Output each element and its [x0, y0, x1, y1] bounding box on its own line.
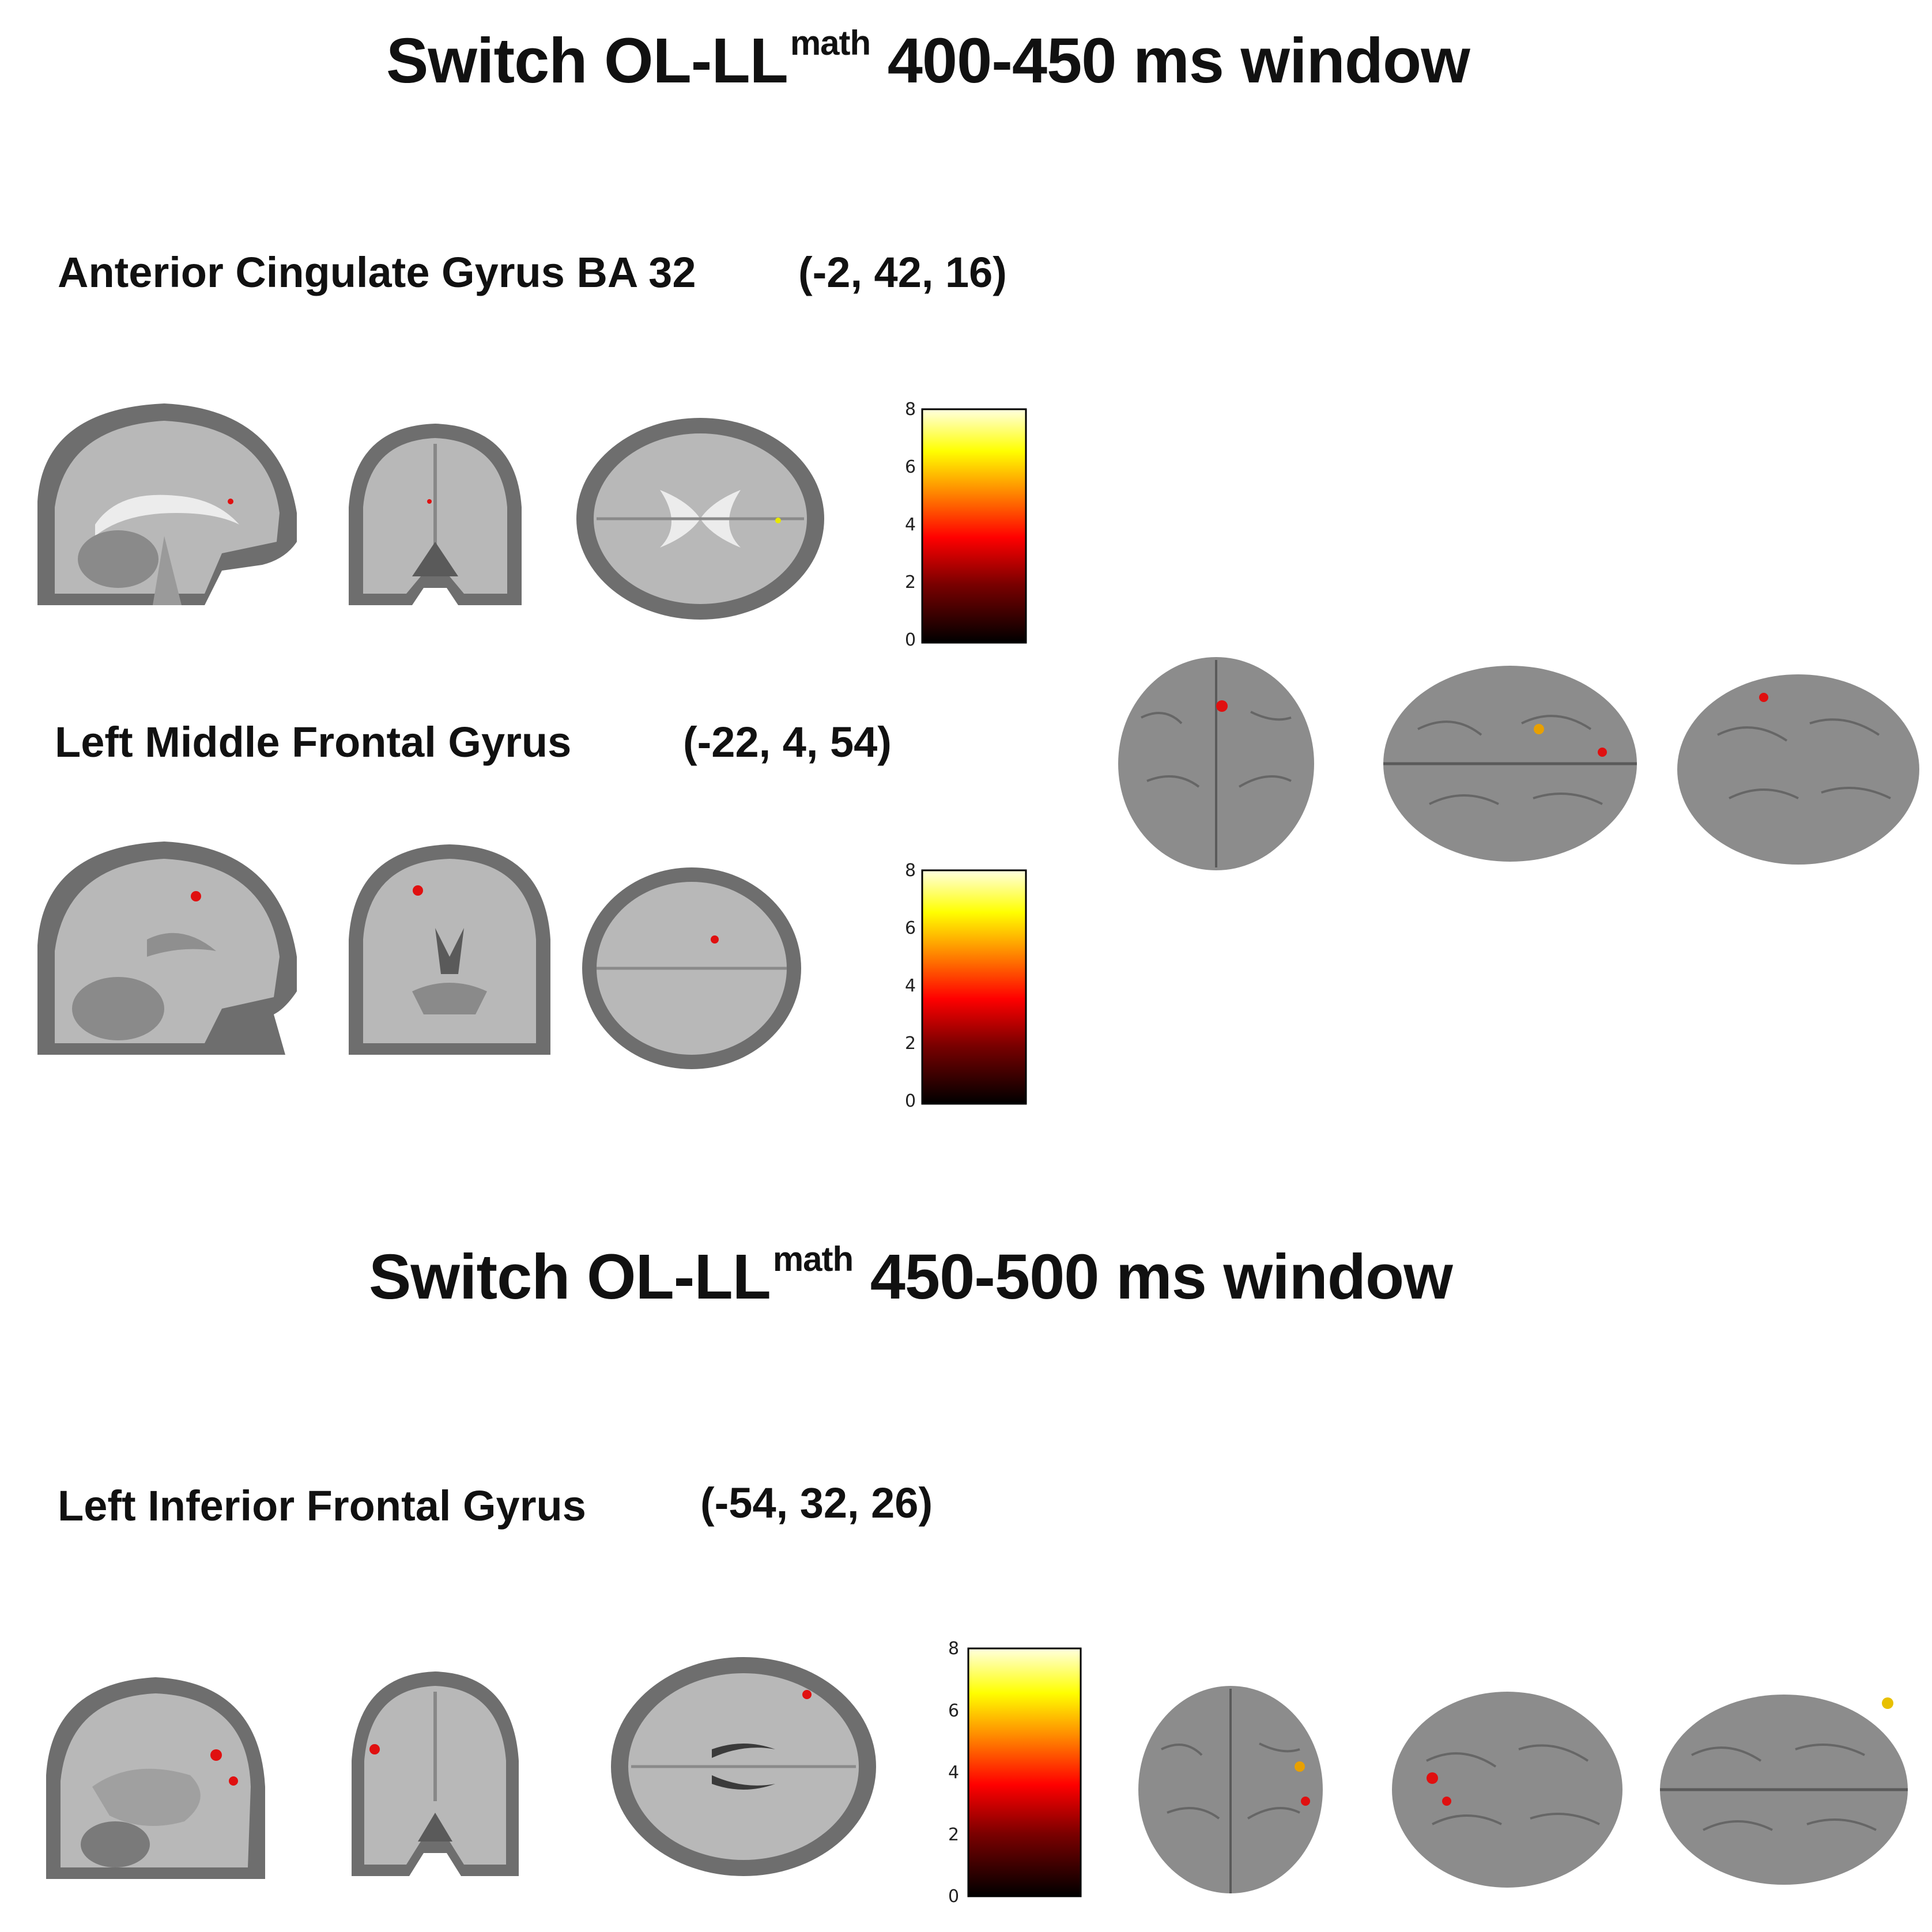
region-label-lifg: Left Inferior Frontal Gyrus — [58, 1482, 586, 1530]
brain-surface-front — [1118, 657, 1314, 870]
tick-4: 4 — [905, 976, 916, 996]
colorbar-1: 0 2 4 6 8 — [905, 399, 1027, 650]
tick-8: 8 — [905, 399, 916, 420]
brain-surface-top — [1660, 1695, 1908, 1885]
brain-surface-top — [1383, 666, 1637, 862]
activation-spot — [228, 499, 233, 504]
brain-surface-front — [1138, 1686, 1323, 1893]
activation-spot — [802, 1690, 812, 1699]
colorbar-3: 0 2 4 6 8 — [948, 1639, 1082, 1907]
activation-spot — [229, 1776, 238, 1786]
axial-slice-lmfg — [582, 867, 801, 1069]
tick-8: 8 — [905, 861, 916, 881]
tick-6: 6 — [948, 1701, 959, 1721]
section1-title: Switch OL-LLmath 400-450 ms window — [386, 23, 1470, 97]
activation-spot — [210, 1749, 222, 1761]
region-coords-lifg: (-54, 32, 26) — [700, 1479, 933, 1527]
tick-0: 0 — [905, 1091, 916, 1111]
title-rest: 400-450 ms window — [887, 25, 1470, 96]
sagittal-slice-acg — [37, 403, 297, 605]
activation-spot — [427, 499, 432, 504]
coronal-slice-lifg — [352, 1671, 519, 1876]
coronal-slice-acg — [349, 424, 522, 605]
title-main: Switch OL-LL — [369, 1242, 771, 1312]
colorbar-3-ticks: 0 2 4 6 8 — [948, 1639, 959, 1907]
sagittal-slice-lifg — [46, 1677, 265, 1879]
tick-6: 6 — [905, 457, 916, 477]
tick-4: 4 — [905, 515, 916, 535]
surface-renders-2 — [1138, 1686, 1908, 1893]
region-coords-lmfg: (-22, 4, 54) — [683, 718, 892, 766]
coronal-slice-lmfg — [349, 844, 550, 1055]
title-main: Switch OL-LL — [386, 25, 788, 96]
tick-8: 8 — [948, 1639, 959, 1659]
title-sup: math — [790, 24, 871, 62]
activation-spot — [775, 518, 781, 523]
title-sup: math — [772, 1240, 854, 1278]
colorbar-1-ticks: 0 2 4 6 8 — [905, 399, 916, 650]
axial-slice-lifg — [611, 1657, 876, 1876]
colorbar-2-ticks: 0 2 4 6 8 — [905, 861, 916, 1111]
brain-surface-lateral-left — [1392, 1692, 1622, 1888]
tick-2: 2 — [905, 1033, 916, 1054]
sagittal-slice-lmfg — [37, 842, 297, 1055]
section2-title: Switch OL-LLmath 450-500 ms window — [369, 1239, 1453, 1314]
colorbar-2: 0 2 4 6 8 — [905, 861, 1027, 1111]
tick-2: 2 — [948, 1825, 959, 1845]
activation-spot — [369, 1744, 380, 1754]
axial-slice-acg — [576, 418, 824, 620]
surface-renders-1 — [1118, 657, 1919, 870]
brain-surface-lateral — [1677, 674, 1919, 865]
title-rest: 450-500 ms window — [870, 1242, 1453, 1312]
activation-spot — [413, 885, 423, 896]
tick-0: 0 — [905, 630, 916, 650]
tick-6: 6 — [905, 918, 916, 938]
region-label-acg: Anterior Cingulate Gyrus BA 32 — [58, 248, 696, 296]
activation-spot — [191, 891, 201, 901]
tick-4: 4 — [948, 1763, 959, 1783]
tick-0: 0 — [948, 1886, 959, 1907]
region-coords-acg: (-2, 42, 16) — [798, 248, 1007, 296]
region-label-lmfg: Left Middle Frontal Gyrus — [55, 718, 572, 766]
activation-spot — [711, 935, 719, 944]
tick-2: 2 — [905, 572, 916, 593]
